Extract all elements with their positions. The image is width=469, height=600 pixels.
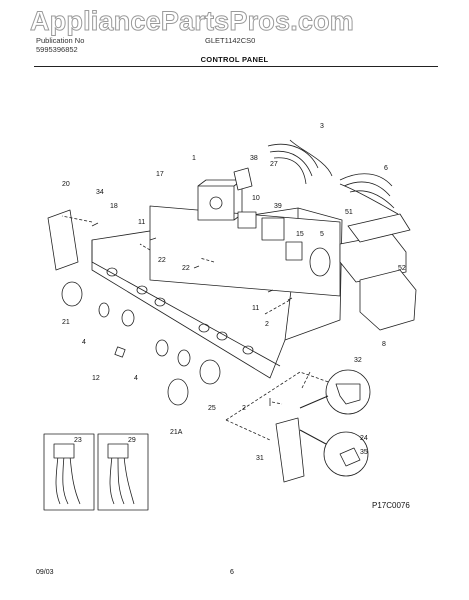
bracket-51 (347, 213, 411, 243)
section-title: CONTROL PANEL (200, 55, 269, 64)
callout-35: 35 (360, 449, 368, 456)
publication-label: Publication No (36, 36, 85, 45)
callout-29: 29 (128, 437, 136, 444)
callout-51: 51 (345, 209, 353, 216)
callout-2a: 2 (265, 321, 269, 328)
callout-31: 31 (256, 455, 264, 462)
callout-4b: 4 (134, 375, 138, 382)
callout-25: 25 (208, 405, 216, 412)
detail-inset-24 (323, 431, 369, 477)
callout-8: 8 (382, 341, 386, 348)
callout-27: 27 (270, 161, 278, 168)
switch-part-10 (237, 211, 257, 229)
knob-21a (167, 378, 189, 406)
button-12 (114, 346, 126, 358)
callout-39: 39 (274, 203, 282, 210)
header-rule (34, 66, 438, 67)
callout-23: 23 (74, 437, 82, 444)
callout-18: 18 (110, 203, 118, 210)
callout-15: 15 (296, 231, 304, 238)
footer-date: 09/03 (36, 569, 54, 576)
callout-6: 6 (384, 165, 388, 172)
callout-11b: 11 (252, 305, 259, 312)
callout-32: 32 (354, 357, 362, 364)
callout-22b: 22 (182, 265, 190, 272)
callout-11a: 11 (138, 219, 145, 226)
callout-3: 3 (320, 123, 324, 130)
callout-52: 52 (398, 265, 406, 272)
knob-21 (61, 281, 83, 307)
control-bracket (149, 205, 341, 297)
callout-38: 38 (250, 155, 258, 162)
callout-4a: 4 (82, 339, 86, 346)
callout-10: 10 (252, 195, 260, 202)
switch-part-15 (285, 241, 303, 261)
wire-harness-3 (267, 139, 333, 185)
wire-harness-6 (339, 173, 399, 215)
figure-id: P17C0076 (372, 501, 410, 510)
switch-part-39 (261, 217, 285, 241)
console-panel-top-edge (91, 240, 281, 367)
callout-1: 1 (192, 155, 196, 162)
watermark-logo: AppliancePartsPros.com (29, 6, 355, 37)
console-panel-rear-edge (284, 207, 343, 341)
end-cap-34 (47, 209, 79, 271)
model-number: GLET1142CS0 (205, 36, 256, 45)
end-cap-31 (275, 417, 305, 483)
callout-22a: 22 (158, 257, 166, 264)
callout-5: 5 (320, 231, 324, 238)
callout-24: 24 (360, 435, 368, 442)
footer-page: 6 (230, 569, 234, 576)
callout-12: 12 (92, 375, 100, 382)
callout-21: 21 (62, 319, 70, 326)
callout-2b: 2 (242, 405, 246, 412)
callout-20: 20 (62, 181, 70, 188)
publication-number: 5995396852 (36, 45, 78, 54)
timer-assembly (197, 185, 235, 221)
callout-17: 17 (156, 171, 164, 178)
callout-21a: 21A (170, 429, 183, 436)
switch-part-38 (233, 167, 253, 191)
selector-switch-5 (309, 247, 331, 277)
part-8-assembly (359, 269, 417, 331)
detail-inset-32 (325, 369, 371, 415)
dial-25 (199, 359, 221, 385)
callout-34: 34 (96, 189, 104, 196)
